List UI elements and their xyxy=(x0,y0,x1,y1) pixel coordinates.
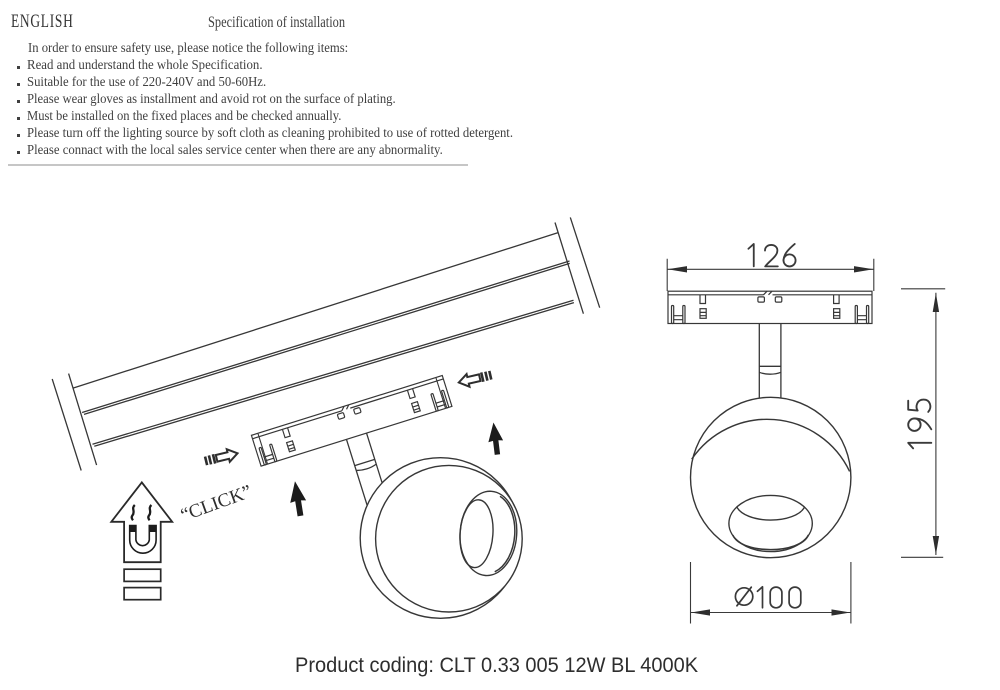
svg-text:“CLICK”: “CLICK” xyxy=(178,481,255,526)
